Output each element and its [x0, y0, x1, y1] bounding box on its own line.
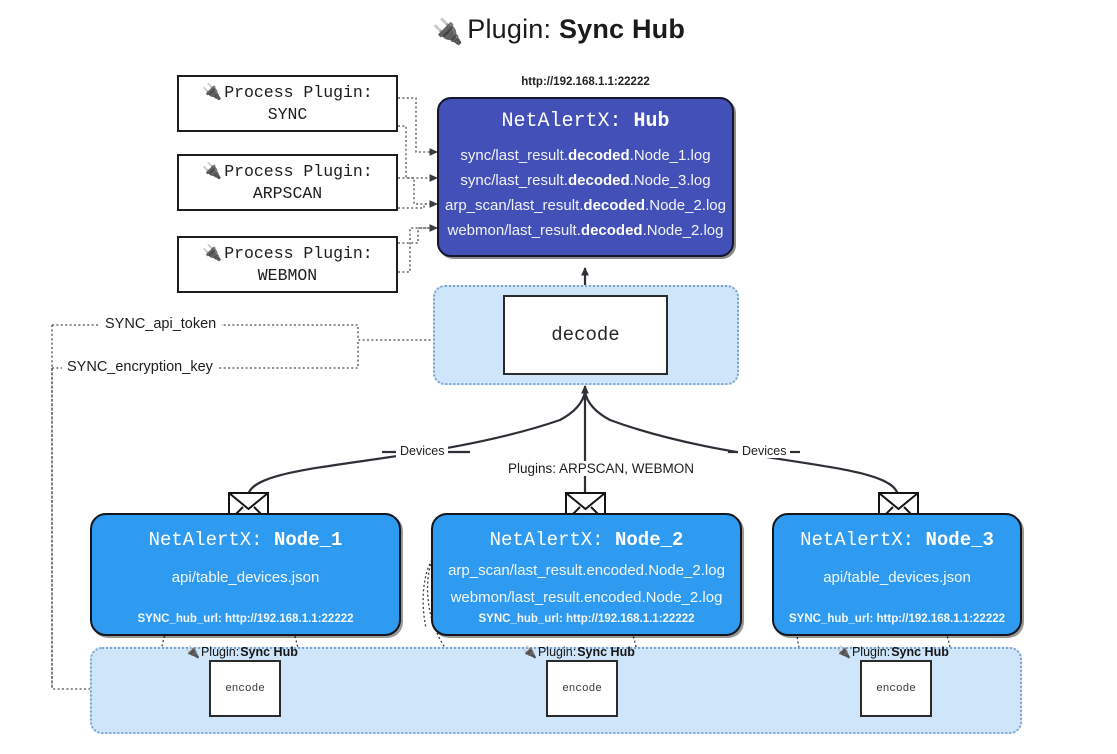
nodes-to-decode-edges — [246, 385, 900, 498]
hub-log-list: sync/last_result.decoded.Node_1.log sync… — [439, 143, 732, 243]
node-hub-url: SYNC_hub_url: http://192.168.1.1:22222 — [137, 613, 354, 625]
process-plugin-box-sync[interactable]: 🔌 Process Plugin: SYNC — [177, 75, 398, 132]
encoder-plugin-label-1: 🔌 Plugin: Sync Hub — [185, 645, 298, 659]
process-plugin-header: 🔌 Process Plugin: — [202, 161, 372, 183]
node-box-node-2[interactable]: NetAlertX: Node_2 arp_scan/last_result.e… — [431, 513, 742, 636]
node-line: arp_scan/last_result.encoded.Node_2.log — [448, 562, 725, 579]
decode-box[interactable]: decode — [503, 295, 668, 375]
node-title-prefix: NetAlertX: — [148, 529, 263, 551]
page-title: 🔌Plugin: Sync Hub — [0, 14, 1117, 47]
hub-log-pre: arp_scan/last_result. — [445, 197, 584, 214]
node-box-node-3[interactable]: NetAlertX: Node_3 api/table_devices.json… — [772, 513, 1022, 636]
process-plugin-name: ARPSCAN — [252, 183, 323, 203]
encoder-plugin-prefix: Plugin: — [537, 645, 577, 659]
hub-log-post: .Node_2.log — [645, 197, 726, 214]
devices-label-right: Devices — [738, 444, 791, 458]
node-line: api/table_devices.json — [171, 569, 320, 586]
plug-icon: 🔌 — [202, 245, 223, 263]
encode-box-3[interactable]: encode — [860, 660, 932, 717]
process-plugin-name: WEBMON — [257, 265, 318, 285]
encode-box-1[interactable]: encode — [209, 660, 281, 717]
node-line: api/table_devices.json — [823, 569, 971, 586]
encoder-plugin-name: Sync Hub — [240, 645, 298, 659]
hub-log-pre: sync/last_result. — [460, 172, 568, 189]
hub-title: NetAlertX: Hub — [439, 110, 732, 133]
node-line-list: arp_scan/last_result.encoded.Node_2.log … — [433, 557, 740, 611]
plugin-to-hub-connectors — [398, 97, 438, 273]
node-line: webmon/last_result.encoded.Node_2.log — [450, 589, 723, 606]
hub-log-mid: decoded — [567, 172, 630, 189]
node-title-name: Node_3 — [925, 529, 994, 551]
sync-encryption-key-label: SYNC_encryption_key — [62, 359, 218, 375]
hub-title-name: Hub — [633, 110, 670, 133]
hub-log-pre: webmon/last_result. — [447, 222, 581, 239]
page-title-name: Sync Hub — [558, 14, 686, 44]
hub-log-row: arp_scan/last_result.decoded.Node_2.log — [439, 193, 732, 218]
hub-log-row: webmon/last_result.decoded.Node_2.log — [439, 218, 732, 243]
process-plugin-name: SYNC — [267, 104, 308, 124]
page-title-prefix: Plugin: — [467, 14, 552, 44]
plug-icon: 🔌 — [431, 18, 464, 46]
encode-box-2[interactable]: encode — [546, 660, 618, 717]
encoder-plugin-label-3: 🔌 Plugin: Sync Hub — [836, 645, 949, 659]
hub-url-label: http://192.168.1.1:22222 — [521, 76, 650, 88]
process-plugin-header: 🔌 Process Plugin: — [202, 243, 372, 265]
plug-icon: 🔌 — [522, 645, 537, 659]
hub-log-mid: decoded — [583, 197, 646, 214]
process-plugin-box-webmon[interactable]: 🔌 Process Plugin: WEBMON — [177, 236, 398, 293]
node-title-name: Node_2 — [615, 529, 684, 551]
node-line-list: api/table_devices.json — [92, 564, 399, 591]
hub-log-mid: decoded — [580, 222, 643, 239]
hub-log-row: sync/last_result.decoded.Node_1.log — [439, 143, 732, 168]
plugins-label-center: Plugins: ARPSCAN, WEBMON — [504, 461, 699, 476]
encoder-plugin-name: Sync Hub — [577, 645, 635, 659]
encoder-plugin-name: Sync Hub — [891, 645, 949, 659]
process-plugin-header: 🔌 Process Plugin: — [202, 82, 372, 104]
node-title-name: Node_1 — [274, 529, 343, 551]
node-line-list: api/table_devices.json — [774, 564, 1020, 591]
plug-icon: 🔌 — [202, 163, 223, 181]
plug-icon: 🔌 — [202, 84, 223, 102]
node-title: NetAlertX: Node_2 — [433, 529, 740, 551]
plug-icon: 🔌 — [185, 645, 200, 659]
plug-icon: 🔌 — [836, 645, 851, 659]
encoder-plugin-prefix: Plugin: — [200, 645, 240, 659]
hub-log-pre: sync/last_result. — [460, 147, 568, 164]
node-title-prefix: NetAlertX: — [489, 529, 604, 551]
sync-api-token-label: SYNC_api_token — [100, 316, 222, 332]
process-plugin-label: Process Plugin: — [224, 161, 373, 181]
hub-log-mid: decoded — [567, 147, 630, 164]
hub-log-post: .Node_2.log — [642, 222, 724, 239]
process-plugin-label: Process Plugin: — [224, 243, 373, 263]
hub-box[interactable]: NetAlertX: Hub sync/last_result.decoded.… — [437, 97, 734, 257]
process-plugin-box-arpscan[interactable]: 🔌 Process Plugin: ARPSCAN — [177, 154, 398, 211]
node-box-node-1[interactable]: NetAlertX: Node_1 api/table_devices.json… — [90, 513, 401, 636]
node-title: NetAlertX: Node_1 — [92, 529, 399, 551]
encoder-plugin-prefix: Plugin: — [851, 645, 891, 659]
node-title: NetAlertX: Node_3 — [774, 529, 1020, 551]
hub-title-prefix: NetAlertX: — [501, 110, 622, 133]
node-hub-url: SYNC_hub_url: http://192.168.1.1:22222 — [788, 613, 1006, 625]
node-hub-url: SYNC_hub_url: http://192.168.1.1:22222 — [478, 613, 695, 625]
hub-log-post: .Node_1.log — [629, 147, 711, 164]
hub-log-post: .Node_3.log — [629, 172, 711, 189]
devices-label-left: Devices — [396, 444, 449, 458]
encoder-plugin-label-2: 🔌 Plugin: Sync Hub — [522, 645, 635, 659]
process-plugin-label: Process Plugin: — [224, 82, 373, 102]
hub-log-row: sync/last_result.decoded.Node_3.log — [439, 168, 732, 193]
node-title-prefix: NetAlertX: — [800, 529, 915, 551]
